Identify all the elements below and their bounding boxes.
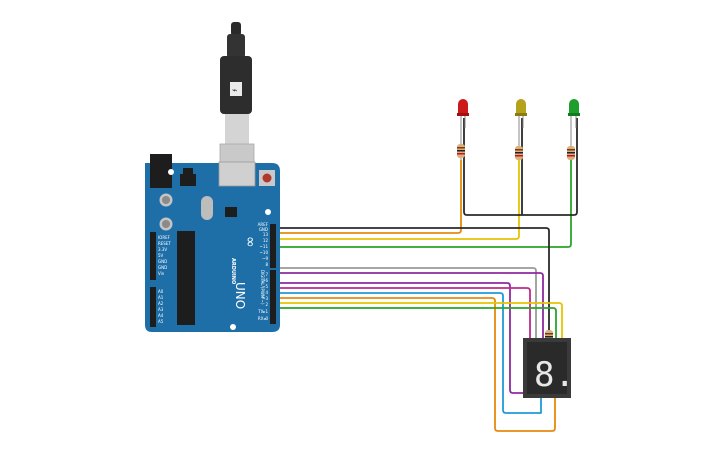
wire-gray[interactable]	[277, 267, 537, 338]
power-pin-labels: IOREF RESET 3.3V 5V GND GND Vin	[158, 235, 171, 276]
svg-text:~6: ~6	[262, 278, 268, 283]
led-green[interactable]	[567, 99, 580, 160]
svg-text:Vin: Vin	[158, 271, 165, 276]
board-brand: ARDUINO	[230, 258, 236, 284]
svg-text:~3: ~3	[262, 296, 268, 301]
digital-header-lower	[270, 270, 276, 324]
wire-red-led[interactable]	[277, 160, 462, 234]
power-jack[interactable]	[150, 154, 172, 188]
svg-text:GND: GND	[158, 265, 167, 270]
wires	[277, 118, 578, 432]
svg-text:5V: 5V	[158, 253, 164, 258]
svg-text:3.3V: 3.3V	[158, 247, 167, 252]
svg-text:GND: GND	[259, 227, 268, 232]
microcontroller-chip	[177, 231, 195, 325]
svg-text:GND: GND	[158, 259, 167, 264]
svg-text:RESET: RESET	[158, 241, 171, 246]
digital-header-upper	[270, 224, 276, 268]
wire-led-ground[interactable]	[463, 118, 578, 216]
wire-ground-main[interactable]	[277, 227, 550, 330]
wire-yellow-2[interactable]	[277, 302, 563, 338]
usb-port[interactable]	[218, 161, 256, 187]
svg-text:AREF: AREF	[258, 222, 269, 227]
wire-green-led[interactable]	[277, 160, 572, 248]
led-yellow[interactable]	[515, 99, 527, 160]
digital-pin-labels: AREF GND 13 12 ~11 ~10 ~9 8 7 ~6 ~5 4 ~3…	[257, 222, 268, 321]
svg-text:~5: ~5	[262, 284, 268, 289]
svg-text:7: 7	[265, 272, 268, 277]
svg-text:RX◂0: RX◂0	[258, 316, 269, 321]
seven-segment-display[interactable]: 8.	[523, 338, 575, 398]
svg-text:~9: ~9	[262, 256, 268, 261]
display-digit: 8.	[534, 355, 575, 395]
svg-text:13: 13	[263, 232, 269, 237]
svg-text:A5: A5	[158, 319, 164, 324]
svg-text:2: 2	[265, 302, 268, 307]
svg-text:IOREF: IOREF	[158, 235, 171, 240]
svg-text:A1: A1	[158, 295, 164, 300]
arduino-uno-board[interactable]: ARDUINO ∞ UNO IOREF RESET 3.3V 5V GND GN…	[145, 154, 280, 332]
svg-text:∞: ∞	[242, 236, 258, 248]
svg-text:~11: ~11	[260, 244, 269, 249]
svg-text:A2: A2	[158, 301, 164, 306]
led-red[interactable]	[457, 99, 469, 160]
wire-yellow-led[interactable]	[277, 160, 520, 240]
svg-text:8: 8	[265, 262, 268, 267]
power-header	[150, 232, 156, 280]
svg-text:A0: A0	[158, 289, 164, 294]
svg-text:A3: A3	[158, 307, 164, 312]
analog-pin-labels: A0 A1 A2 A3 A4 A5	[158, 289, 164, 324]
analog-header	[150, 287, 156, 327]
svg-text:TX▸1: TX▸1	[257, 309, 268, 314]
svg-text:A4: A4	[158, 313, 164, 318]
wire-purple-1[interactable]	[277, 272, 544, 338]
svg-text:~10: ~10	[260, 250, 269, 255]
digital-label: DIGITAL (PWM ~)	[260, 270, 265, 305]
board-model: UNO	[233, 282, 247, 309]
wire-orange-2[interactable]	[277, 297, 556, 432]
wire-pink[interactable]	[277, 287, 531, 338]
svg-text:12: 12	[263, 238, 269, 243]
wire-purple-2[interactable]	[277, 282, 537, 398]
wire-blue[interactable]	[277, 292, 542, 414]
svg-text:⌁: ⌁	[232, 86, 237, 96]
svg-text:4: 4	[265, 290, 268, 295]
wire-green-2[interactable]	[277, 307, 557, 338]
